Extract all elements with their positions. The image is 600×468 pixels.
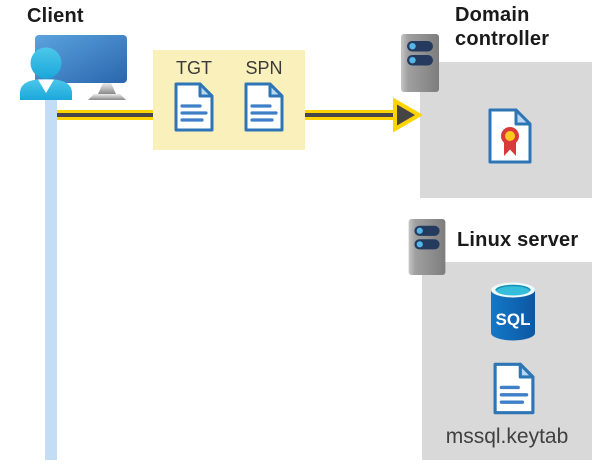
tgt-ticket: TGT <box>174 57 214 150</box>
spn-ticket: SPN <box>244 57 284 150</box>
sql-database-icon: SQL <box>491 282 535 341</box>
tgt-document-icon <box>174 82 214 132</box>
client-timeline-line <box>45 95 57 460</box>
certificate-icon <box>488 108 532 164</box>
keytab-document-icon <box>493 362 535 415</box>
sql-icon-text: SQL <box>496 310 531 329</box>
tgt-label: TGT <box>176 58 212 78</box>
keytab-file-label: mssql.keytab <box>445 425 569 448</box>
spn-label: SPN <box>245 58 283 78</box>
client-label: Client <box>27 5 84 27</box>
domain-controller-label: Domain controller <box>455 4 550 50</box>
request-arrow-head-icon <box>393 97 422 133</box>
domain-controller-server-icon <box>401 34 439 92</box>
ticket-box: TGT SPN <box>153 50 305 150</box>
client-user-monitor-icon <box>20 35 127 100</box>
linux-server-label: Linux server <box>457 229 579 251</box>
linux-server-icon <box>408 218 446 276</box>
spn-document-icon <box>244 82 284 132</box>
